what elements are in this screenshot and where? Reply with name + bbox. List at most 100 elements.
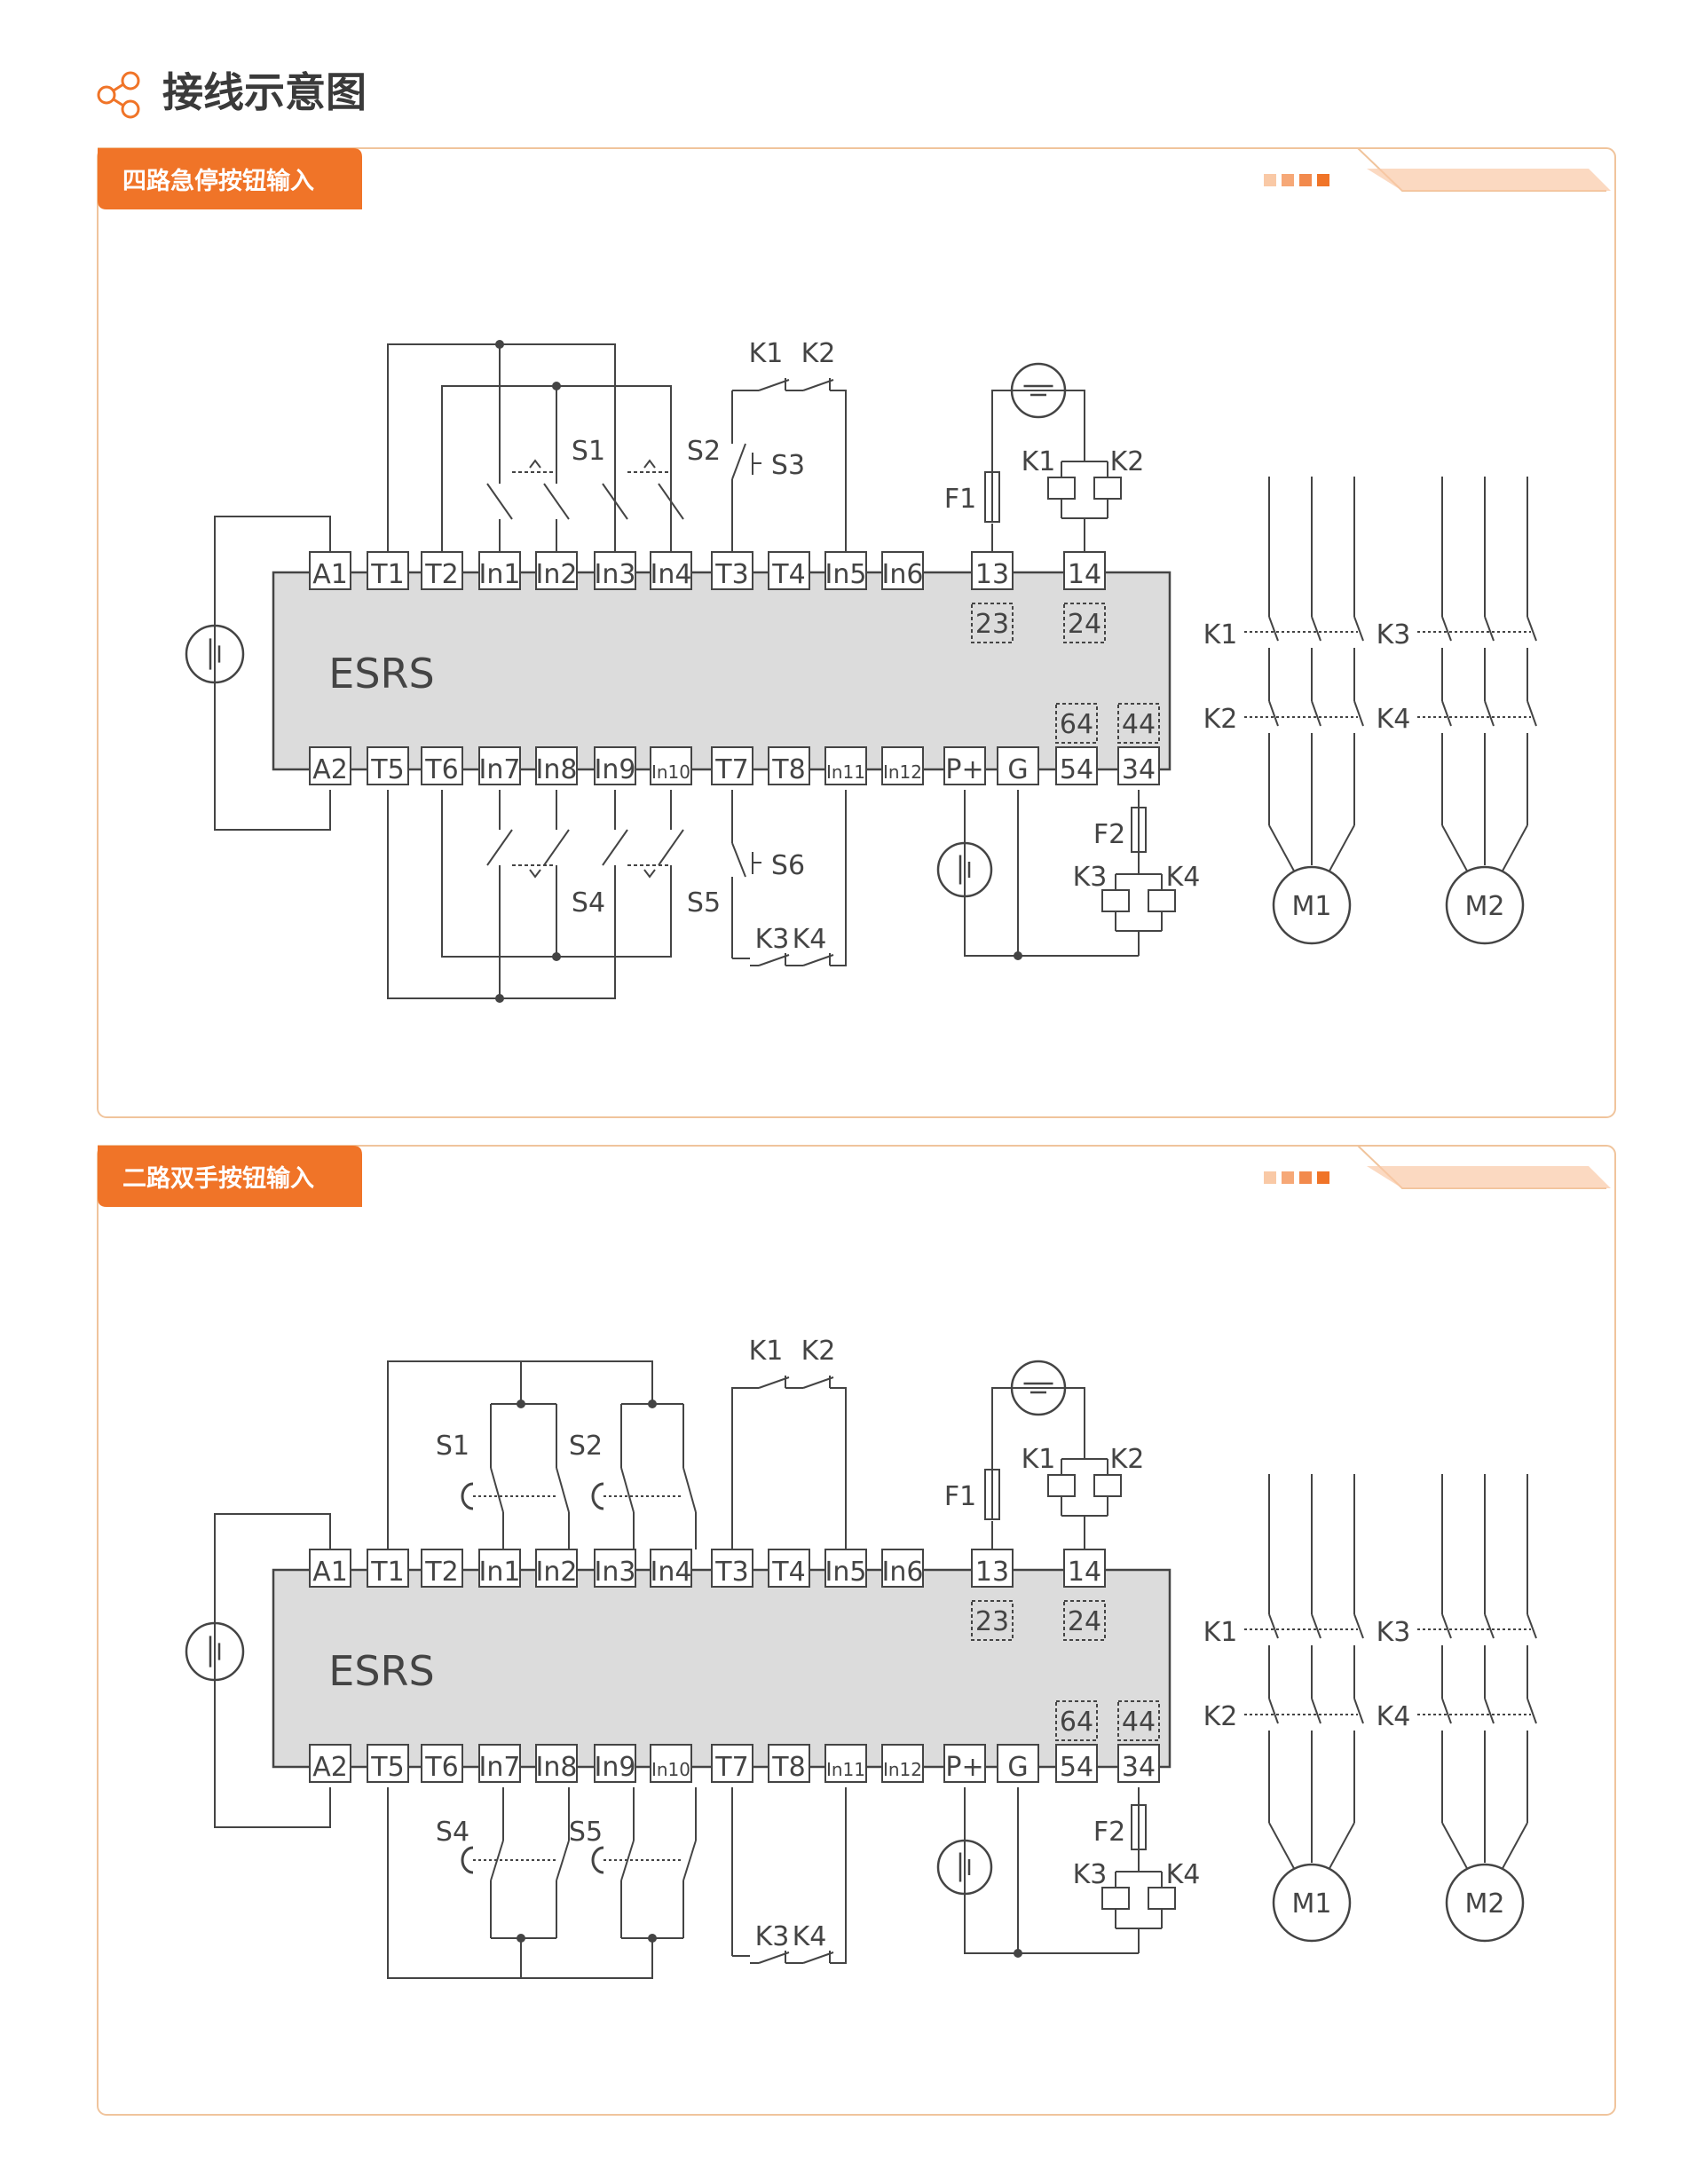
terminal-bottom (711, 1744, 753, 1783)
motor-lead (1500, 1822, 1528, 1873)
contactor-contact-icon (1311, 700, 1321, 727)
decor-square (1299, 174, 1312, 186)
pushbutton-contact-icon (682, 1840, 697, 1881)
terminal-label: G (1007, 754, 1028, 785)
terminal-bottom (824, 746, 867, 785)
aux-terminal-label: 64 (1060, 1707, 1093, 1738)
contactor-contact-icon (1526, 616, 1537, 642)
terminal-label: A2 (312, 754, 348, 785)
pushbutton-head-icon (591, 1846, 604, 1874)
es-contact-icon (602, 829, 628, 866)
junction-dot (1014, 951, 1022, 960)
aux-terminal-label: 44 (1122, 1707, 1156, 1738)
pushbutton-head-icon (461, 1846, 474, 1874)
terminal-label: In11 (826, 1759, 865, 1780)
decor-square (1282, 174, 1294, 186)
terminal-bottom (594, 746, 636, 785)
switch-label: S4 (572, 887, 605, 919)
nc-contact-icon (802, 1951, 834, 1964)
terminal-label: In9 (595, 1752, 636, 1783)
esrs-device-body (272, 571, 1172, 771)
contactor-label: K4 (1377, 1701, 1411, 1732)
esrs-device-body (272, 1568, 1172, 1769)
aux-terminal (1063, 1600, 1106, 1641)
switch-label: S3 (771, 450, 805, 481)
relay-coil-icon (1093, 1474, 1122, 1497)
contactor-label: K2 (1203, 704, 1238, 735)
aux-terminal (1063, 603, 1106, 643)
es-head-icon (529, 869, 541, 879)
terminal-bottom (943, 746, 986, 785)
aux-terminal-label: 23 (975, 609, 1009, 640)
terminal-label: T8 (771, 754, 805, 785)
terminal-bottom (768, 746, 810, 785)
contactor-contact-icon (1484, 616, 1495, 642)
terminal-top (535, 1549, 578, 1588)
contactor-contact-icon (1484, 1698, 1495, 1724)
terminal-bottom (1055, 1744, 1098, 1783)
terminal-bottom (421, 1744, 463, 1783)
output-wire-bottom (964, 1787, 1139, 1954)
es-contact-icon (602, 483, 628, 520)
es-head-icon (643, 459, 656, 469)
aux-terminal-label: 24 (1068, 1606, 1101, 1637)
terminal-label: T3 (714, 559, 748, 590)
terminal-label: T1 (370, 559, 404, 590)
nc-contact-icon (758, 1376, 790, 1389)
output-wire-top (991, 390, 1085, 472)
contact-label: K2 (801, 338, 836, 369)
motor-lead (1441, 1822, 1470, 1873)
relay-coil-icon (1148, 889, 1176, 912)
contactor-contact-icon (1311, 616, 1321, 642)
nc-contact-icon (731, 842, 746, 878)
power-supply-icon (936, 841, 993, 898)
terminal-bottom (478, 746, 521, 785)
contactor-contact-icon (1484, 1613, 1495, 1639)
terminal-top (650, 551, 692, 590)
terminal-top (421, 551, 463, 590)
terminal-label: In12 (883, 1759, 922, 1780)
contactor-contact-icon (1441, 1613, 1452, 1639)
contactor-contact-icon (1353, 1613, 1364, 1639)
contactor-contact-icon (1353, 700, 1364, 727)
terminal-bottom (650, 1744, 692, 1783)
motor-icon (1272, 865, 1352, 945)
contactor-contact-icon (1311, 1613, 1321, 1639)
terminal-bottom (594, 1744, 636, 1783)
motor-lead (1268, 824, 1297, 875)
es-contact-icon (543, 829, 570, 866)
terminal-label: In7 (479, 1752, 521, 1783)
relay-coil-icon (1148, 1887, 1176, 1910)
power-supply-icon (1010, 362, 1067, 419)
terminal-bottom (881, 746, 924, 785)
terminal-label: In1 (479, 1557, 521, 1588)
panel-tab (98, 1146, 362, 1207)
terminal-label: 14 (1068, 559, 1101, 590)
panel-tab-label: 四路急停按钮输入 (122, 167, 314, 195)
relay-coil-icon (1093, 477, 1122, 500)
terminal-top (711, 551, 753, 590)
contactor-contact-icon (1268, 616, 1279, 642)
terminal-label: T4 (771, 1557, 805, 1588)
contactor-contact-icon (1268, 700, 1279, 727)
supply-loop-wire (214, 516, 331, 831)
power-supply-icon (185, 624, 245, 684)
contactor-contact-icon (1526, 1613, 1537, 1639)
aux-terminal-label: 23 (975, 1606, 1009, 1637)
terminal-top (1063, 1549, 1106, 1588)
terminal-bottom (997, 746, 1039, 785)
contact-label: K1 (749, 1336, 784, 1367)
terminal-label: 14 (1068, 1557, 1101, 1588)
terminal-top (421, 1549, 463, 1588)
decor-square (1264, 174, 1276, 186)
terminal-top (1063, 551, 1106, 590)
terminal-label: In3 (595, 1557, 636, 1588)
contact-label: K3 (755, 924, 790, 955)
terminal-label: In2 (536, 559, 578, 590)
terminal-top (824, 551, 867, 590)
relay-coil-icon (1101, 889, 1130, 912)
terminal-label: In1 (479, 559, 521, 590)
terminal-label: In10 (651, 1759, 690, 1780)
terminal-bottom (535, 1744, 578, 1783)
panel-tab-label: 二路双手按钮输入 (122, 1164, 314, 1193)
